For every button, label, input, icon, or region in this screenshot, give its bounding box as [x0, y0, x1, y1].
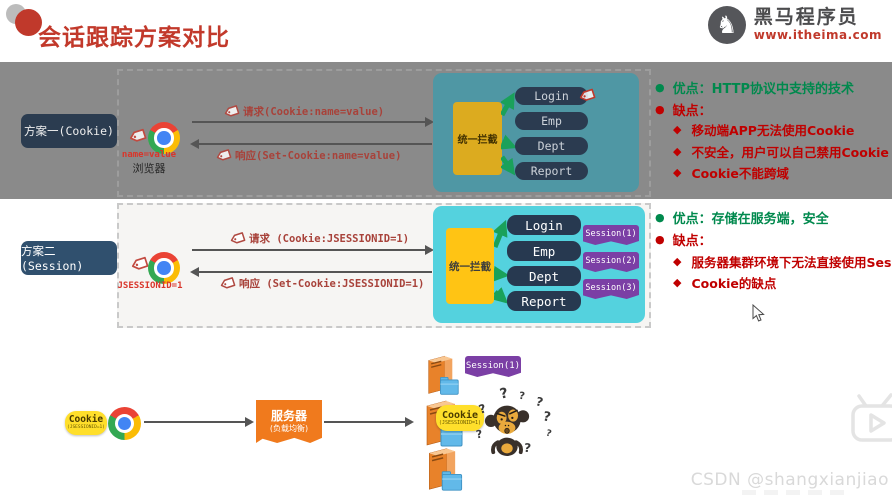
question-mark-icon: ?	[518, 390, 526, 403]
endpoint-button-login: Login	[515, 87, 588, 105]
bullet-dot-icon: ●	[655, 103, 665, 116]
tag-icon	[223, 104, 241, 119]
plan1-browser-caption: 浏览器	[132, 162, 166, 175]
plan2-cookie-value: JSESSIONID=1	[117, 281, 183, 291]
endpoint-button-dept: Dept	[507, 266, 581, 286]
diamond-bullet-icon: ◆	[673, 276, 682, 289]
browser-chrome-icon	[148, 122, 180, 154]
plan2-cons-line: ● 缺点：	[655, 233, 712, 249]
title-dot-icon	[15, 9, 42, 36]
endpoint-button-login: Login	[507, 215, 581, 235]
plan1-con-item: ◆ 移动端APP无法使用Cookie	[673, 123, 855, 138]
page-title: 会话跟踪方案对比	[38, 25, 230, 51]
diamond-bullet-icon: ◆	[673, 145, 682, 158]
plan1-request-label: 请求(Cookie:name=value)	[224, 104, 384, 119]
cluster-session-badge: Session(1)	[465, 356, 521, 377]
plan1-pros-line: ● 优点：HTTP协议中支持的技术	[655, 81, 855, 97]
horse-logo-icon: ♞	[707, 6, 746, 44]
plan1-request-arrow	[192, 117, 434, 127]
plan2-request-label: 请求 (Cookie:JSESSIONID=1)	[230, 231, 409, 246]
endpoint-button-report: Report	[515, 162, 588, 180]
session-badge-1: Session(1)	[583, 225, 639, 245]
bullet-dot-icon: ●	[655, 81, 665, 94]
plan2-server-panel: 统一拦截 Login Emp Dept Report Session(1) Se…	[433, 206, 645, 323]
endpoint-button-dept: Dept	[515, 137, 588, 155]
interceptor-arrows-icon	[494, 219, 508, 304]
question-mark-icon: ?	[541, 409, 552, 426]
question-mark-icon: ?	[544, 428, 553, 440]
plan1-con-item: ◆ 不安全，用户可以自己禁用Cookie	[673, 145, 889, 160]
plan1-label: 方案一(Cookie)	[21, 114, 117, 148]
flow-arrow	[324, 417, 414, 427]
endpoint-button-emp: Emp	[507, 241, 581, 261]
plan1-cons-line: ● 缺点：	[655, 103, 712, 119]
browser-chrome-icon	[148, 252, 180, 284]
plan2-request-arrow	[192, 245, 434, 255]
plan2-pros-line: ● 优点：存储在服务端，安全	[655, 211, 829, 227]
server-cookie-badge: Cookie (JSESSIONID=1)	[436, 405, 484, 431]
session-badge-2: Session(2)	[583, 252, 639, 272]
plan2-label: 方案二(Session)	[21, 241, 117, 275]
question-mark-icon: ?	[475, 427, 484, 442]
browser-chrome-icon	[108, 407, 141, 440]
flow-arrow	[144, 417, 254, 427]
brand-logo: ♞ 黑马程序员 www.itheima.com	[707, 6, 882, 44]
tag-icon	[229, 231, 247, 246]
plan1-response-label: 响应(Set-Cookie:name=value)	[216, 148, 401, 163]
plan2-con-item: ◆ Cookie的缺点	[673, 276, 777, 291]
plan2-response-label: 响应 (Set-Cookie:JSESSIONID=1)	[220, 276, 424, 291]
diamond-bullet-icon: ◆	[673, 166, 682, 179]
watermark: CSDN @shangxianjiao	[690, 470, 889, 490]
endpoint-button-emp: Emp	[515, 112, 588, 130]
server-icon	[424, 444, 466, 492]
load-balancer-box: 服务器 (负载均衡)	[256, 400, 322, 443]
bullet-dot-icon: ●	[655, 233, 665, 246]
plan1-diagram-box	[117, 69, 651, 197]
watermark-subline	[742, 490, 852, 495]
server-icon	[424, 352, 462, 396]
plan2-response-arrow	[190, 267, 432, 277]
question-mark-icon: ?	[534, 394, 545, 410]
brand-url: www.itheima.com	[753, 27, 882, 42]
interceptor-arrows-icon	[501, 92, 517, 176]
question-mark-icon: ?	[523, 440, 532, 456]
plan2-con-item: ◆ 服务器集群环境下无法直接使用Session	[673, 255, 892, 270]
plan1-server-panel: 统一拦截 Login Emp Dept Report	[433, 73, 639, 192]
plan1-con-item: ◆ Cookie不能跨域	[673, 166, 789, 181]
client-cookie-badge: Cookie (JSESSIONID=1)	[65, 411, 107, 435]
video-player-icon[interactable]	[850, 392, 892, 448]
brand-name: 黑马程序员	[753, 6, 859, 29]
diamond-bullet-icon: ◆	[673, 255, 682, 268]
tag-icon	[215, 148, 233, 163]
tag-icon	[219, 276, 237, 291]
bullet-dot-icon: ●	[655, 211, 665, 224]
plan2-interceptor: 统一拦截	[446, 228, 494, 304]
diamond-bullet-icon: ◆	[673, 123, 682, 136]
plan1-response-arrow	[190, 139, 432, 149]
plan1-cookie-value: name=value	[121, 150, 177, 160]
endpoint-button-report: Report	[507, 291, 581, 311]
mouse-cursor-icon	[752, 304, 765, 322]
plan1-interceptor: 统一拦截	[453, 102, 502, 175]
session-badge-3: Session(3)	[583, 279, 639, 299]
